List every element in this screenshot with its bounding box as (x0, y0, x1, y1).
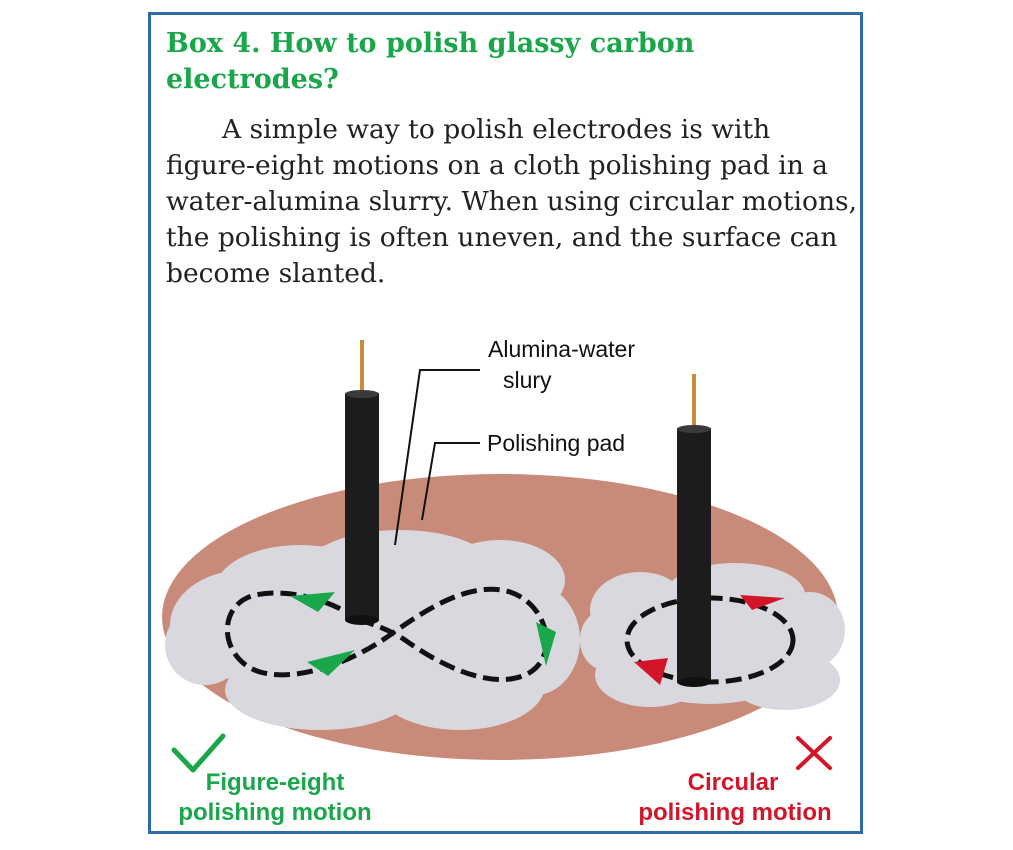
good-caption-line2: polishing motion (178, 799, 371, 826)
pad-leader-line (421, 442, 480, 521)
box-body-text: A simple way to polish electrodes is wit… (166, 114, 858, 289)
figure-eight-path (225, 586, 549, 682)
good-caption-line1: Figure-eight (206, 769, 345, 796)
slurry-leader-line (394, 369, 480, 546)
bad-caption-line1: Circular (688, 769, 779, 796)
red-arrow-icon (740, 595, 785, 610)
box-title: Box 4. How to polish glassy carbon elect… (166, 28, 695, 95)
checkmark-icon (171, 733, 226, 773)
green-arrow-icon (307, 650, 355, 676)
red-arrow-icon (634, 658, 668, 685)
green-arrow-icon (536, 622, 556, 666)
electrode-right-top (677, 425, 711, 433)
bad-caption-line2: polishing motion (638, 799, 831, 826)
pad-label: Polishing pad (487, 430, 625, 456)
slurry-label-line1: Alumina-water (488, 336, 635, 362)
cross-icon (796, 736, 832, 770)
electrode-right-tip (677, 677, 711, 687)
electrode-left-tip (345, 615, 379, 625)
green-arrow-icon (290, 592, 335, 612)
electrode-left (345, 393, 379, 620)
electrode-left-top (345, 390, 379, 398)
slurry-label-line2: slury (503, 367, 552, 393)
electrode-right (677, 428, 711, 682)
